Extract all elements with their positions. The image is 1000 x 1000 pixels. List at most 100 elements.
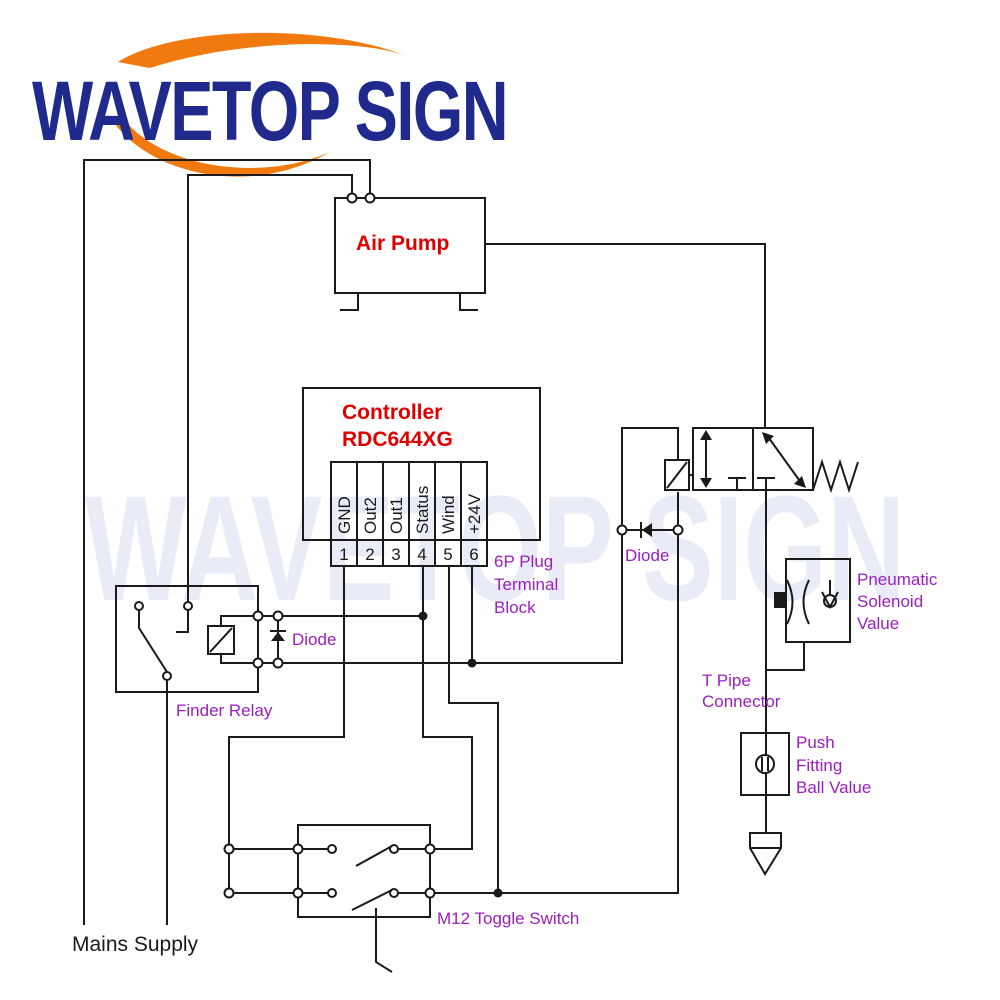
- check-valve-seat: [821, 591, 839, 610]
- valve-block-tee: [728, 477, 746, 490]
- finder-relay: [115, 585, 259, 693]
- relay-contact-stub: [176, 610, 189, 633]
- valve-feed-wire: [434, 534, 679, 894]
- relay-coil-mark: [209, 627, 233, 653]
- relay-diode: [252, 610, 286, 669]
- toggle-switch-label: M12 Toggle Switch: [437, 909, 579, 928]
- gnd-wire: [228, 566, 345, 849]
- relay-terminal: [252, 657, 264, 669]
- flow-restrictor: [786, 579, 794, 625]
- terminal-number: 2: [365, 545, 374, 564]
- switch-node: [424, 843, 436, 855]
- flow-restrictor: [802, 579, 810, 625]
- terminal-cells: GND 1 Out2 2 Out1 3 Status 4 Wind 5 +24V 6: [335, 462, 484, 566]
- relay-coil-wire-top: [220, 615, 258, 626]
- t-pipe-label-2: Connector: [702, 692, 781, 711]
- junction: [493, 888, 503, 898]
- relay-contact: [134, 601, 144, 611]
- valve-flow-diag: [765, 433, 803, 485]
- relay-coil-wire-bottom: [220, 654, 258, 664]
- solenoid-label-3: Value: [857, 614, 899, 633]
- valve-diode: [616, 492, 684, 538]
- air-pump-foot-right: [459, 293, 478, 311]
- switch-blade: [351, 889, 393, 911]
- valve-arrow-head: [700, 478, 712, 488]
- terminal-number: 5: [443, 545, 452, 564]
- controller: Controller RDC644XG GND 1 Out2 2 Out1 3 Status…: [302, 387, 541, 567]
- finder-relay-label: Finder Relay: [176, 701, 273, 720]
- relay-contact: [183, 601, 193, 611]
- terminal-name: +24V: [465, 493, 484, 534]
- air-pump-label: Air Pump: [356, 232, 449, 255]
- toggle-switch: [223, 824, 436, 973]
- valve-block-tee: [757, 477, 775, 490]
- diode-terminal: [272, 610, 284, 622]
- relay-terminal: [252, 610, 264, 622]
- brand-logo: WAVETOP SIGN: [32, 32, 509, 177]
- terminal-name: Out1: [387, 497, 406, 534]
- ball-valve-ball: [755, 754, 775, 774]
- relay-switch-arm: [138, 610, 168, 673]
- controller-label: Controller: [342, 401, 442, 424]
- terminal-block-label-2: Terminal: [494, 575, 558, 594]
- t-pipe-branch: [766, 642, 805, 671]
- coil-minus-wire: [282, 427, 679, 664]
- pump-terminal: [364, 192, 376, 204]
- diode-symbol: [642, 523, 652, 537]
- switch-contact: [327, 844, 337, 854]
- terminal-number: 6: [469, 545, 478, 564]
- solenoid-label-2: Solenoid: [857, 592, 923, 611]
- valve-diode-label: Diode: [625, 546, 669, 565]
- switch-node: [292, 887, 304, 899]
- terminal-number: 3: [391, 545, 400, 564]
- relay-contact: [162, 671, 172, 681]
- valve-block-2: [752, 427, 814, 491]
- diode-terminal: [272, 657, 284, 669]
- air-nozzle: [749, 832, 782, 876]
- flow-control-knob: [774, 592, 786, 608]
- relay-diode-label: Diode: [292, 630, 336, 649]
- ball-valve-body: [740, 732, 790, 796]
- valve-arrow-head: [700, 430, 712, 440]
- terminal-block-label-3: Block: [494, 598, 536, 617]
- terminal-name: GND: [335, 496, 354, 534]
- air-pump-body: [334, 197, 486, 294]
- switch-node: [223, 843, 235, 855]
- ball-valve-label-2: Fitting: [796, 756, 842, 775]
- controller-model: RDC644XG: [342, 428, 453, 451]
- terminal-number: 1: [339, 545, 348, 564]
- solenoid-label-1: Pneumatic: [857, 570, 938, 589]
- terminal-name: Status: [413, 486, 432, 534]
- diode-terminal: [616, 524, 628, 536]
- air-pump-foot-left: [340, 293, 359, 311]
- valve-coil-mark: [666, 461, 688, 489]
- brand-name: WAVETOP SIGN: [32, 64, 507, 158]
- switch-node: [424, 887, 436, 899]
- valve-arrow-head: [762, 432, 774, 444]
- valve-arrow-head: [794, 476, 806, 488]
- solenoid-valve: [664, 427, 859, 494]
- terminal-number: 4: [417, 545, 426, 564]
- diode-terminal: [672, 524, 684, 536]
- ball-valve: [740, 732, 790, 796]
- status-wire: [422, 566, 473, 850]
- wind-wire: [448, 566, 499, 893]
- mains-wire-1: [83, 159, 371, 925]
- logo-swoosh-bottom: [112, 120, 330, 177]
- terminal-name: Wind: [439, 495, 458, 534]
- terminal-name: Out2: [361, 497, 380, 534]
- mains-supply-label: Mains Supply: [72, 933, 199, 956]
- valve-spring: [812, 458, 859, 494]
- air-hose: [485, 243, 766, 428]
- pneumatic-flow-control: [766, 558, 851, 671]
- switch-node: [223, 887, 235, 899]
- switch-blade: [355, 845, 393, 867]
- ball-valve-label-1: Push: [796, 733, 835, 752]
- watermark-text: WAVETOP SIGN: [85, 464, 905, 632]
- relay-body: [115, 585, 259, 693]
- t-pipe-label-1: T Pipe: [702, 671, 751, 690]
- terminal-block-label-1: 6P Plug: [494, 552, 553, 571]
- air-pump: Air Pump: [334, 197, 486, 311]
- switch-lever: [375, 908, 393, 973]
